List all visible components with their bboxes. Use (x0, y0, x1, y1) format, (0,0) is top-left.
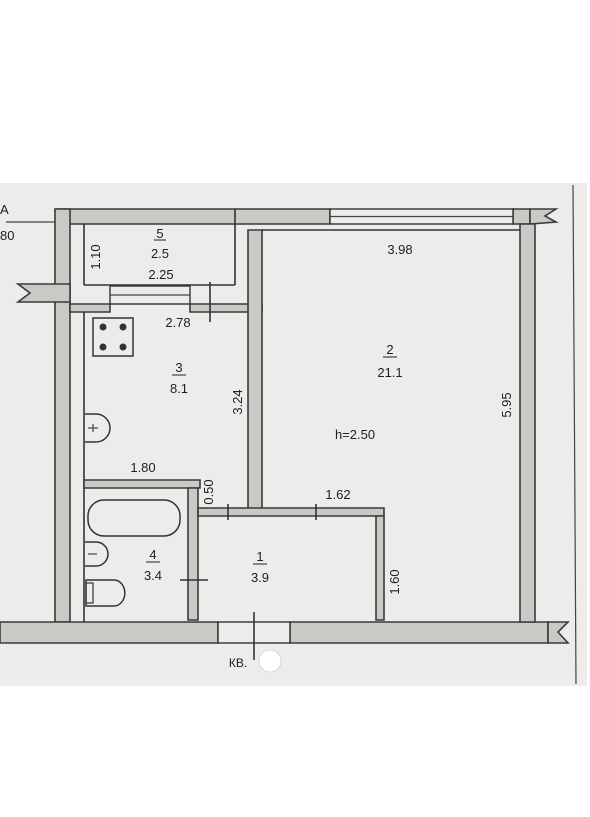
top-break-mark (529, 208, 559, 225)
watermark-logo: ONREALT НЕДВИЖИМОСТЬ (407, 20, 549, 58)
paper-sheet (0, 183, 587, 686)
right-wall (519, 223, 536, 623)
watermark-brand: ONREALT (447, 27, 549, 49)
outer-walls (0, 208, 570, 644)
hall-length-dimension: 1.60 (387, 569, 402, 594)
bath-width-dimension: 1.80 (130, 460, 155, 475)
room-3-area: 8.1 (170, 381, 188, 396)
apartment-label: КВ. (229, 656, 247, 670)
bottom-break-mark (547, 621, 570, 644)
kitchen-sink-icon (85, 413, 111, 443)
kitchen-length-dimension: 3.24 (230, 389, 245, 414)
left-break-mark (15, 283, 71, 303)
watermark-home-icon (407, 20, 441, 54)
cursor-dot (258, 649, 282, 673)
room-2-number: 2 (386, 342, 393, 357)
door-markers (180, 282, 317, 660)
washbasin-icon (85, 541, 109, 567)
room-2-area: 21.1 (377, 365, 402, 380)
top-wall-left (56, 208, 331, 225)
room-width-dimension: 3.98 (387, 242, 412, 257)
room-4-area: 3.4 (144, 568, 162, 583)
stove-icon (92, 317, 134, 357)
paper-border-line (572, 184, 577, 685)
bottom-wall-right (289, 621, 549, 644)
balcony-width-dimension: 2.25 (148, 267, 173, 282)
balcony-height-dimension: 1.10 (88, 244, 103, 269)
room-5-number: 5 (156, 226, 163, 241)
edge-fragment-top: А (0, 202, 9, 217)
top-wall-right (512, 208, 531, 225)
bathtub-icon (87, 499, 181, 537)
interior-walls (69, 209, 520, 622)
room-4-number: 4 (149, 547, 156, 562)
room-1-number: 1 (256, 549, 263, 564)
room-5-area: 2.5 (151, 246, 169, 261)
room-1-area: 3.9 (251, 570, 269, 585)
room-3-number: 3 (175, 360, 182, 375)
edge-fragment-bottom: 80 (0, 228, 14, 243)
left-wall (54, 208, 71, 623)
watermark-tagline: НЕДВИЖИМОСТЬ (449, 52, 513, 58)
room-length-dimension: 5.95 (499, 392, 514, 417)
bottom-wall-left (0, 621, 219, 644)
ceiling-height-label: h=2.50 (335, 427, 375, 442)
kitchen-width-dimension: 2.78 (165, 315, 190, 330)
bath-gap-dimension: 0.50 (201, 479, 216, 504)
hall-width-dimension: 1.62 (325, 487, 350, 502)
toilet-icon (85, 579, 126, 607)
